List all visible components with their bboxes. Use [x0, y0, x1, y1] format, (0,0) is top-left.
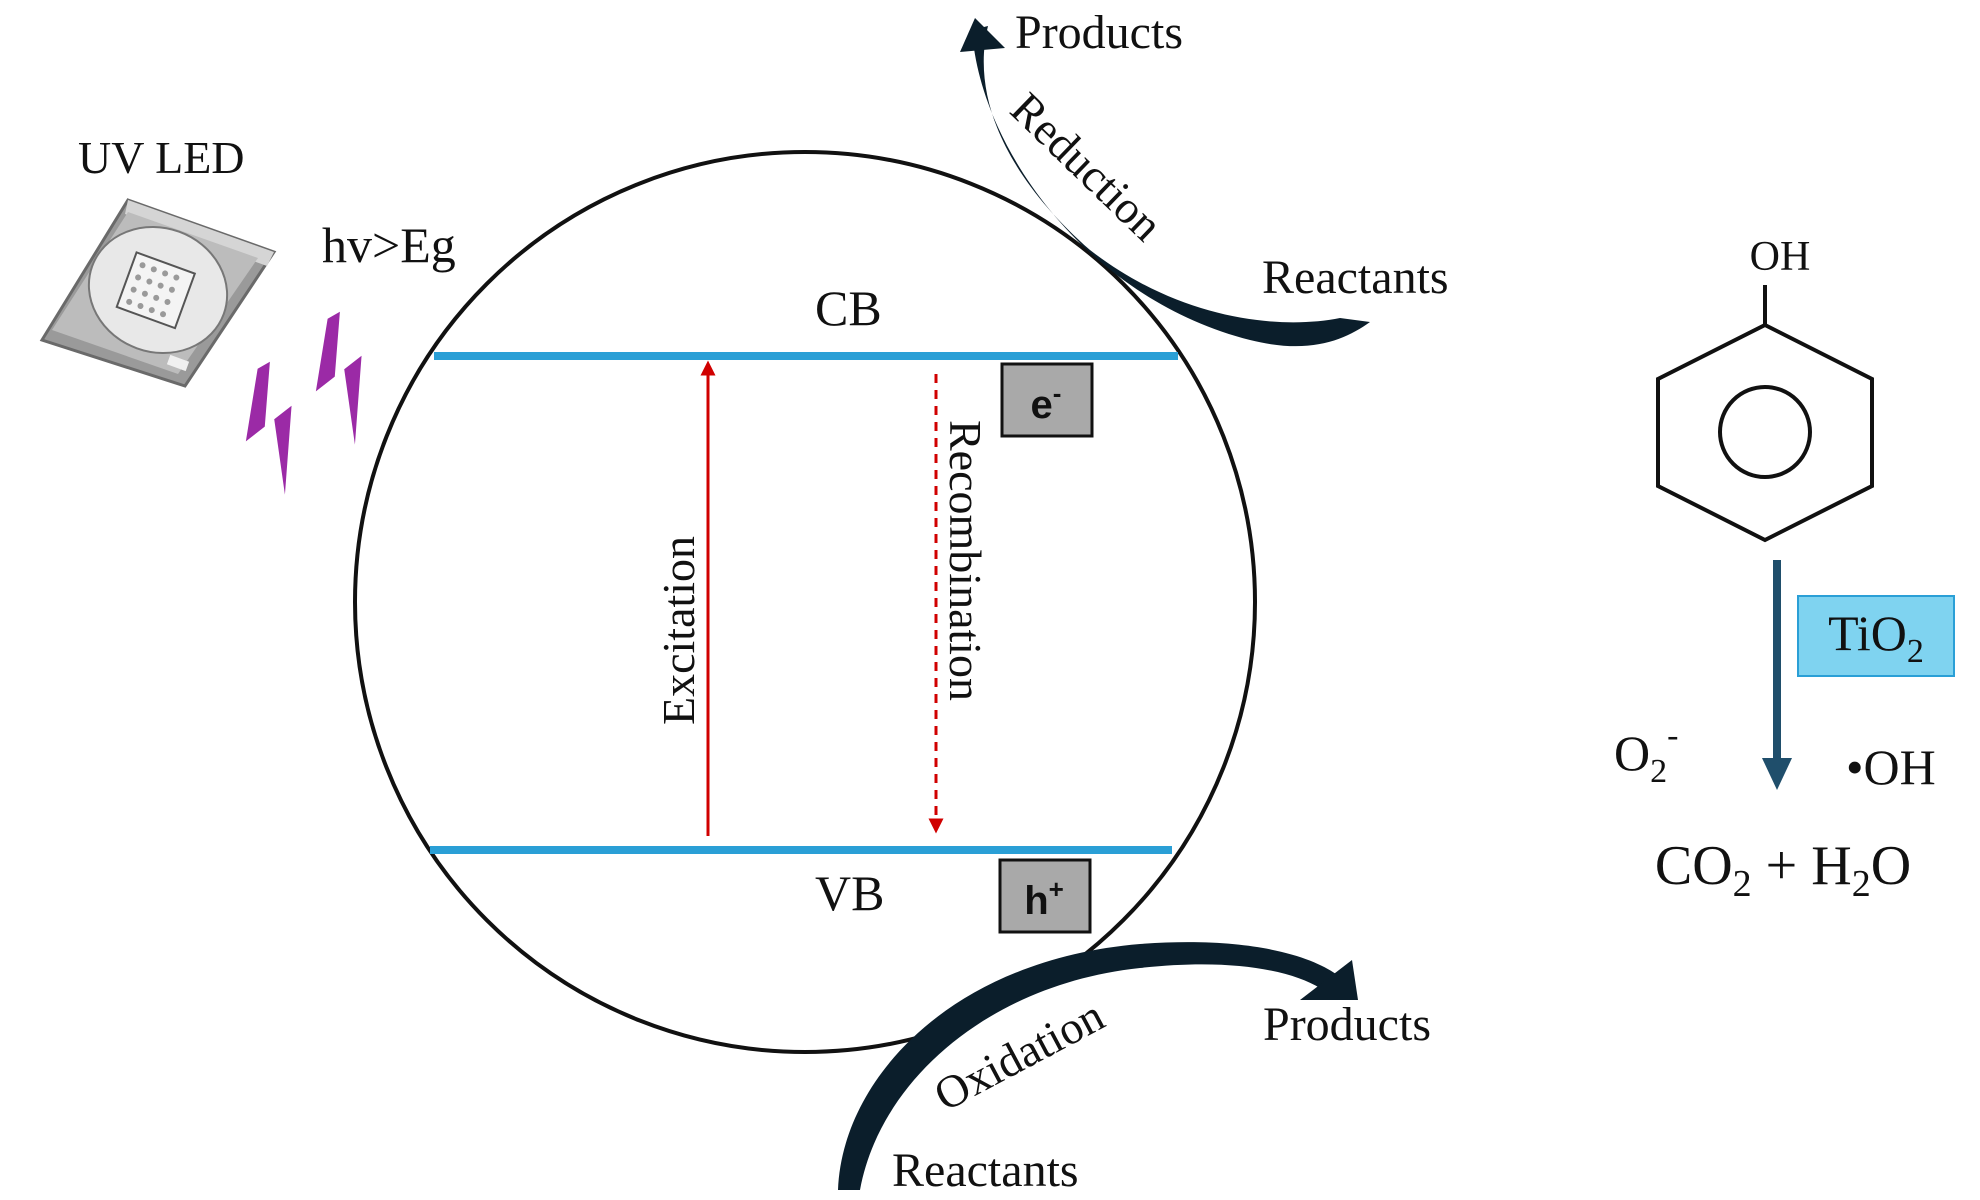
svg-text:e-: e- [1031, 378, 1062, 427]
reduction-process-label: Reduction [1001, 83, 1172, 251]
oxidation-curved-arrow [838, 942, 1336, 1190]
lightning-bolt-icon [315, 311, 362, 445]
phenol-structure [1656, 285, 1874, 543]
recombination-label: Recombination [940, 420, 991, 701]
hole-charge: + [1049, 874, 1064, 904]
oxidation-arrowhead [1300, 960, 1358, 1000]
svg-text:TiO2: TiO2 [1828, 605, 1924, 670]
energy-condition-label: hv>Eg [322, 217, 456, 273]
svg-text:h+: h+ [1024, 874, 1064, 923]
electron-symbol: e [1031, 383, 1053, 427]
oxidation-reactants-label: Reactants [892, 1144, 1079, 1197]
hydroxyl-radical-label: •OH [1846, 739, 1936, 795]
catalyst-subscript: 2 [1907, 633, 1924, 670]
reduction-products-label: Products [1015, 6, 1183, 59]
hole-box: h+ [998, 858, 1092, 934]
reduction-reactants-label: Reactants [1262, 251, 1449, 304]
valence-band-label: VB [815, 865, 884, 921]
uv-led-label: UV LED [78, 132, 245, 183]
pathway-arrowhead [1762, 758, 1792, 790]
uv-led-icon [39, 198, 277, 388]
catalyst-box: TiO2 [1797, 595, 1955, 677]
catalyst-formula: TiO [1828, 605, 1907, 661]
reduction-arrowhead [960, 18, 1005, 52]
electron-charge: - [1053, 378, 1062, 408]
oxidation-products-label: Products [1263, 998, 1431, 1051]
catalyst-particle [353, 150, 1257, 1054]
lightning-bolt-icon [245, 361, 292, 495]
final-products-label: CO2 + H2O [1655, 835, 1911, 905]
hole-symbol: h [1024, 879, 1048, 923]
conduction-band-label: CB [815, 280, 882, 336]
electron-box: e- [1000, 362, 1094, 438]
excitation-label: Excitation [653, 536, 704, 725]
hydroxyl-group-label: OH [1750, 234, 1811, 280]
superoxide-label: O2- [1614, 717, 1678, 790]
